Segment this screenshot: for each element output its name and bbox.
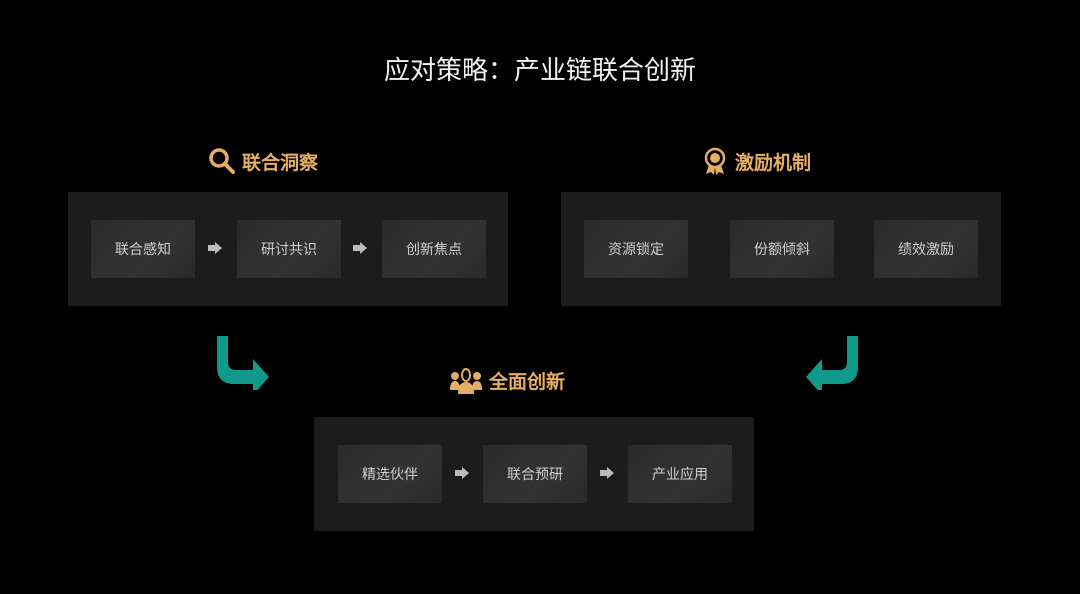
section-heading-insight: 联合洞察	[208, 147, 318, 175]
step-box: 创新焦点	[382, 220, 486, 278]
step-box: 研讨共识	[237, 220, 341, 278]
arrow-right-icon	[208, 242, 222, 254]
section-heading-label: 激励机制	[735, 151, 812, 174]
step-box: 资源锁定	[584, 220, 688, 278]
arrow-right-icon	[353, 242, 367, 254]
insight-panel: 联合感知 研讨共识 创新焦点	[68, 192, 508, 306]
arrow-right-icon	[455, 467, 469, 479]
innovation-panel: 精选伙伴 联合预研 产业应用	[314, 417, 754, 531]
section-heading-label: 全面创新	[489, 371, 566, 393]
step-box: 绩效激励	[874, 220, 978, 278]
curved-arrow-down-right-icon	[217, 336, 269, 390]
step-box: 联合感知	[91, 220, 195, 278]
curved-arrow-down-left-icon	[806, 336, 858, 390]
step-box: 精选伙伴	[338, 445, 442, 503]
section-heading-innovation: 全面创新	[449, 367, 565, 394]
arrow-right-icon	[600, 467, 614, 479]
search-icon	[209, 148, 235, 174]
incentive-panel: 资源锁定 份额倾斜 绩效激励	[561, 192, 1001, 306]
step-box: 份额倾斜	[730, 220, 834, 278]
page-title: 应对策略：产业链联合创新	[383, 56, 696, 86]
section-heading-label: 联合洞察	[242, 151, 319, 174]
section-heading-incentive: 激励机制	[701, 147, 811, 175]
step-box: 产业应用	[628, 445, 732, 503]
step-box: 联合预研	[483, 445, 587, 503]
team-icon	[450, 367, 482, 394]
award-medal-icon	[704, 147, 726, 175]
